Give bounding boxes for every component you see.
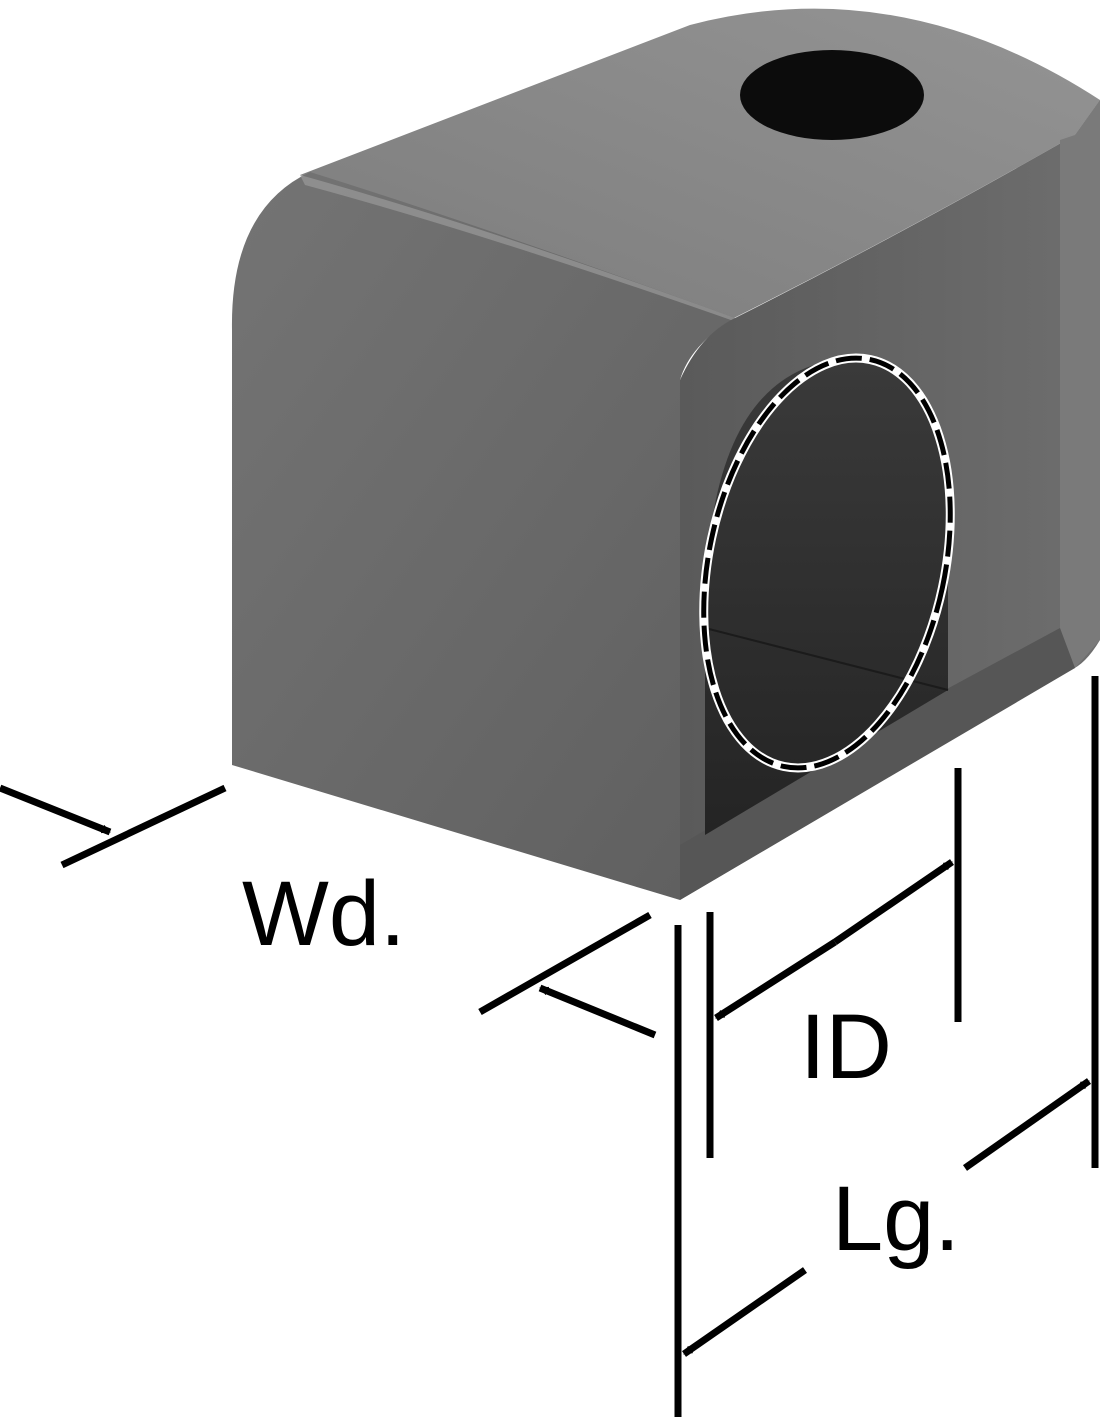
part-edge-highlight	[300, 175, 745, 325]
part-bottom-lip	[680, 628, 1075, 900]
wd-arrow-left	[0, 784, 112, 836]
wd-extension-line-right	[478, 911, 652, 1016]
id-arrow-a	[833, 859, 954, 945]
wd-extension-line	[60, 784, 227, 869]
width-label: Wd.	[242, 863, 406, 965]
length-label: Lg.	[832, 1168, 960, 1270]
part-front-face	[231, 172, 735, 900]
mounting-hole	[740, 50, 924, 140]
id-arrow-b	[714, 939, 837, 1021]
part-end-edge	[1060, 100, 1100, 672]
dimension-lines	[0, 676, 1099, 1417]
lg-arrow-right	[962, 1078, 1092, 1171]
inner-diameter-label: ID	[800, 996, 892, 1098]
bore-outline-dash	[701, 355, 953, 771]
lg-arrow-left	[682, 1267, 807, 1357]
part-body	[231, 8, 1100, 900]
wd-arrow-right	[538, 984, 657, 1039]
